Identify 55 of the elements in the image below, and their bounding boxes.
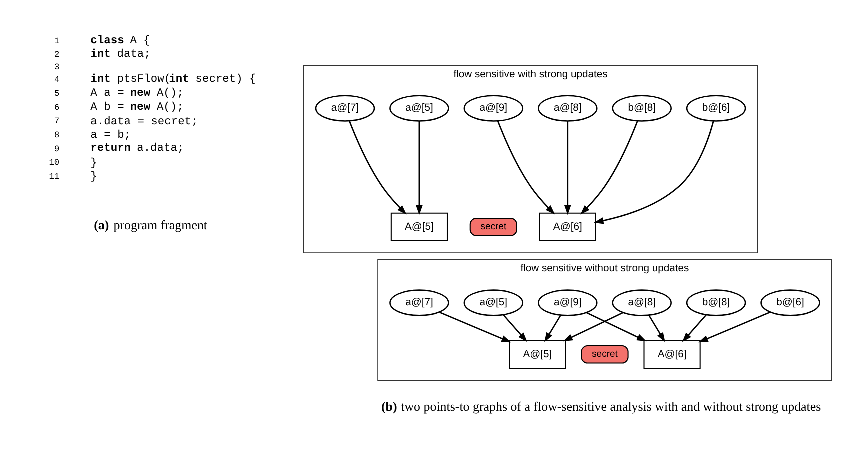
- node-ellipse: a@[7]: [390, 290, 450, 316]
- label: A a = new A();: [90, 88, 184, 100]
- label: a.data = secret;: [90, 116, 198, 128]
- arrow: [440, 312, 512, 343]
- label: (a) program fragment: [94, 217, 208, 232]
- node-ellipse: a@[5]: [464, 290, 524, 316]
- label: 5: [54, 89, 60, 100]
- label: 11: [49, 172, 60, 182]
- node-ellipse: a@[5]: [390, 95, 450, 122]
- node-ellipse: b@[8]: [612, 95, 672, 122]
- node-ellipse: a@[8]: [538, 95, 598, 122]
- label: }: [90, 158, 98, 170]
- label: }: [90, 172, 98, 184]
- node-box: secret: [581, 346, 629, 364]
- label: (b) two points-to graphs of a flow-sensitive analysis with and without strong updates: [381, 399, 822, 414]
- node-ellipse: b@[6]: [760, 290, 820, 316]
- arrow: [503, 314, 528, 342]
- label: int ptsFlow(int secret) {: [90, 74, 256, 86]
- arrow: [580, 121, 638, 215]
- arrow: [563, 312, 624, 342]
- label: int data;: [90, 49, 151, 62]
- label: 2: [54, 50, 60, 60]
- label: 8: [54, 130, 60, 140]
- label: 7: [54, 116, 60, 127]
- label: 1: [54, 36, 60, 46]
- node-ellipse: a@[9]: [464, 95, 524, 122]
- arrow: [594, 121, 714, 224]
- label: class A {: [90, 35, 150, 48]
- label: 9: [54, 144, 60, 154]
- arrow: [348, 121, 407, 215]
- label: 3: [54, 62, 60, 73]
- node-box: A@[5]: [509, 340, 566, 369]
- node-ellipse: b@[8]: [686, 290, 746, 316]
- node-ellipse: a@[8]: [612, 290, 672, 316]
- arrow: [682, 314, 707, 342]
- node-ellipse: a@[7]: [315, 95, 376, 122]
- node-ellipse: a@[9]: [538, 290, 598, 316]
- node-box: secret: [470, 218, 518, 236]
- arrow: [698, 312, 770, 343]
- label: 4: [54, 75, 60, 86]
- label: A b = new A();: [90, 102, 184, 114]
- label: a = b;: [90, 130, 132, 142]
- node-box: A@[6]: [644, 340, 701, 369]
- label: 10: [49, 158, 60, 168]
- arrow: [564, 121, 572, 216]
- node-box: A@[6]: [539, 212, 596, 242]
- arrow: [648, 315, 666, 342]
- arrow: [497, 121, 556, 215]
- arrow: [416, 121, 423, 216]
- label: return a.data;: [90, 143, 184, 156]
- label: 6: [54, 102, 60, 113]
- node-box: A@[5]: [390, 212, 448, 242]
- node-ellipse: b@[6]: [686, 95, 746, 122]
- arrow: [544, 315, 562, 342]
- arrow: [586, 312, 647, 342]
